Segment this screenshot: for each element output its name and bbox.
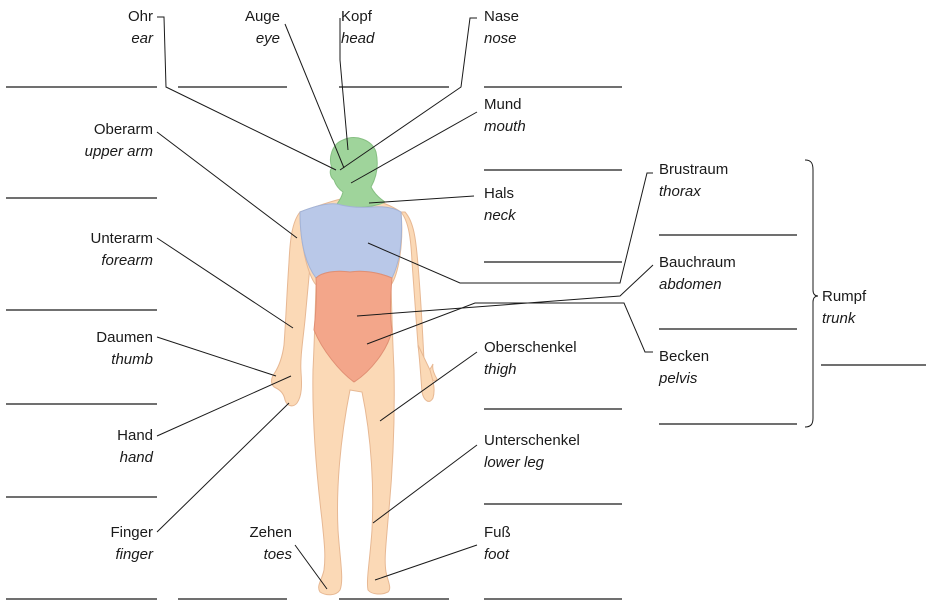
label-thorax: Brustraum thorax bbox=[659, 159, 779, 203]
label-neck-english: neck bbox=[484, 205, 584, 227]
leader-line-foot bbox=[375, 545, 477, 580]
label-forearm-english: forearm bbox=[40, 250, 153, 272]
label-toes-english: toes bbox=[200, 544, 292, 566]
label-eye: Auge eye bbox=[200, 6, 280, 50]
label-hand: Hand hand bbox=[40, 425, 153, 469]
leader-line-finger bbox=[157, 403, 289, 532]
leader-line-thumb bbox=[157, 337, 276, 376]
label-toes-german: Zehen bbox=[200, 522, 292, 544]
label-upper-arm-german: Oberarm bbox=[40, 119, 153, 141]
label-nose-english: nose bbox=[484, 28, 584, 50]
label-thigh: Oberschenkel thigh bbox=[484, 337, 604, 381]
label-nose-german: Nase bbox=[484, 6, 584, 28]
label-thigh-english: thigh bbox=[484, 359, 604, 381]
leader-line-toes bbox=[295, 545, 327, 589]
label-forearm: Unterarm forearm bbox=[40, 228, 153, 272]
label-head: Kopf head bbox=[341, 6, 421, 50]
label-mouth: Mund mouth bbox=[484, 94, 584, 138]
label-finger-german: Finger bbox=[40, 522, 153, 544]
leader-line-hand bbox=[157, 376, 291, 436]
label-hand-english: hand bbox=[40, 447, 153, 469]
label-thumb: Daumen thumb bbox=[40, 327, 153, 371]
label-ear: Ohr ear bbox=[60, 6, 153, 50]
label-finger-english: finger bbox=[40, 544, 153, 566]
leader-line-abdomen bbox=[357, 265, 653, 316]
label-forearm-german: Unterarm bbox=[40, 228, 153, 250]
label-abdomen: Bauchraum abdomen bbox=[659, 252, 779, 296]
label-trunk-german: Rumpf bbox=[822, 286, 922, 308]
label-trunk: Rumpf trunk bbox=[822, 286, 922, 330]
label-ear-english: ear bbox=[60, 28, 153, 50]
leader-line-upper-arm bbox=[157, 132, 297, 238]
label-pelvis-english: pelvis bbox=[659, 368, 779, 390]
label-pelvis-german: Becken bbox=[659, 346, 779, 368]
leader-line-forearm bbox=[157, 238, 293, 328]
label-upper-arm: Oberarm upper arm bbox=[40, 119, 153, 163]
label-finger: Finger finger bbox=[40, 522, 153, 566]
label-foot-english: foot bbox=[484, 544, 584, 566]
label-thumb-english: thumb bbox=[40, 349, 153, 371]
label-foot: Fuß foot bbox=[484, 522, 584, 566]
label-mouth-german: Mund bbox=[484, 94, 584, 116]
label-lower-leg-english: lower leg bbox=[484, 452, 614, 474]
chest-region bbox=[300, 204, 402, 278]
label-ear-german: Ohr bbox=[60, 6, 153, 28]
label-neck: Hals neck bbox=[484, 183, 584, 227]
trunk-brace bbox=[805, 160, 818, 427]
label-foot-german: Fuß bbox=[484, 522, 584, 544]
label-nose: Nase nose bbox=[484, 6, 584, 50]
label-toes: Zehen toes bbox=[200, 522, 292, 566]
label-lower-leg-german: Unterschenkel bbox=[484, 430, 614, 452]
label-hand-german: Hand bbox=[40, 425, 153, 447]
label-lower-leg: Unterschenkel lower leg bbox=[484, 430, 614, 474]
head-neck-region bbox=[330, 138, 385, 208]
label-upper-arm-english: upper arm bbox=[40, 141, 153, 163]
label-head-english: head bbox=[341, 28, 421, 50]
leader-line-eye bbox=[285, 24, 344, 168]
leader-line-neck bbox=[369, 196, 474, 203]
label-neck-german: Hals bbox=[484, 183, 584, 205]
label-thigh-german: Oberschenkel bbox=[484, 337, 604, 359]
label-abdomen-german: Bauchraum bbox=[659, 252, 779, 274]
label-thumb-german: Daumen bbox=[40, 327, 153, 349]
label-eye-german: Auge bbox=[200, 6, 280, 28]
label-mouth-english: mouth bbox=[484, 116, 584, 138]
label-pelvis: Becken pelvis bbox=[659, 346, 779, 390]
label-eye-english: eye bbox=[200, 28, 280, 50]
label-abdomen-english: abdomen bbox=[659, 274, 779, 296]
label-head-german: Kopf bbox=[341, 6, 421, 28]
label-trunk-english: trunk bbox=[822, 308, 922, 330]
label-thorax-german: Brustraum bbox=[659, 159, 779, 181]
label-thorax-english: thorax bbox=[659, 181, 779, 203]
